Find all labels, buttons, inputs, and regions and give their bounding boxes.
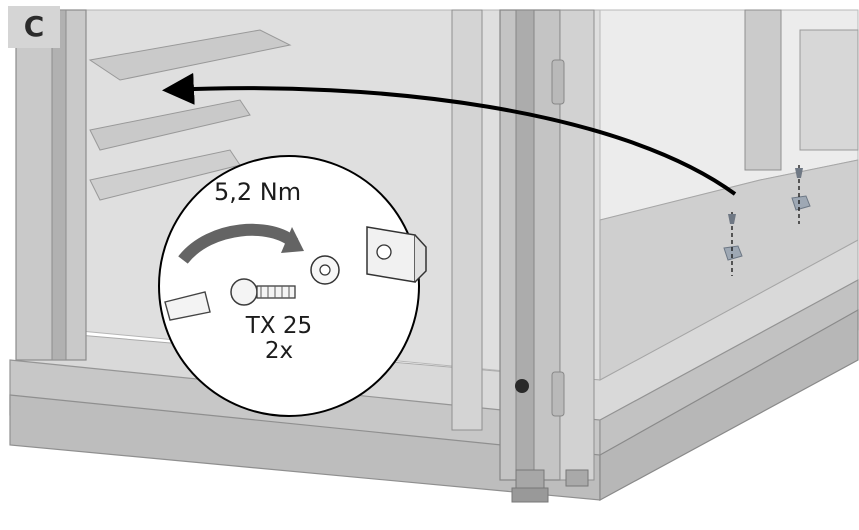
tool-size: TX 25 (245, 313, 313, 339)
mounting-brackets (723, 165, 811, 276)
detail-callout (158, 155, 427, 417)
torque-value: 5,2 Nm (214, 178, 302, 206)
screw-quantity: 2x (264, 338, 294, 364)
transfer-arrow (162, 72, 737, 196)
tool-spec: TX 25 2x (238, 314, 320, 364)
step-label: C (8, 6, 60, 48)
